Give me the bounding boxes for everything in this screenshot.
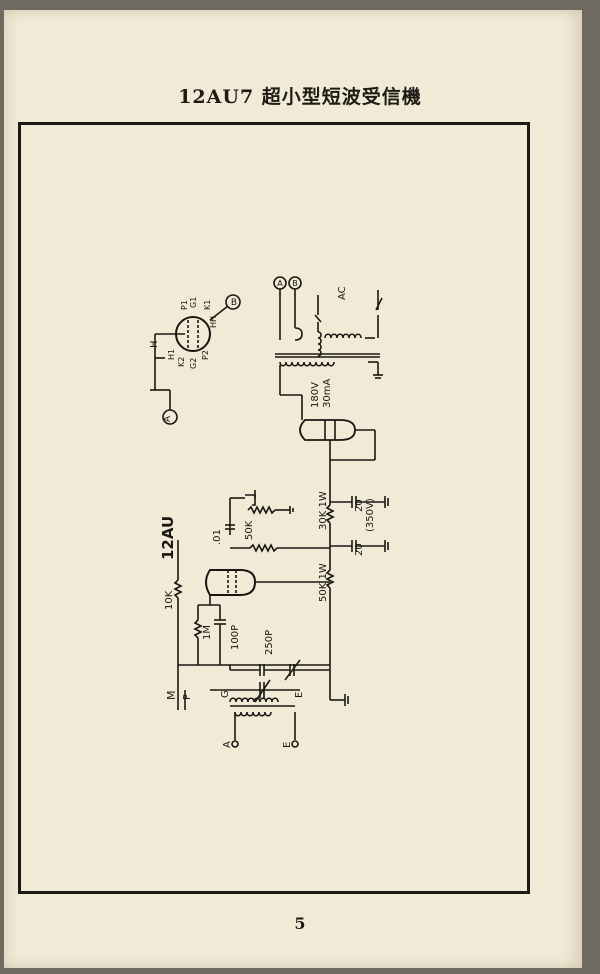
c-350v-label: (350V) xyxy=(365,498,376,532)
ac-label: AC xyxy=(337,286,348,300)
pin-label-k2: K2 xyxy=(177,357,186,367)
pin-label-p1: P1 xyxy=(180,300,189,310)
terminal-b-circle xyxy=(225,294,241,310)
pin-label-h1: H1 xyxy=(167,349,176,360)
tube-type-label: 12AU xyxy=(159,516,177,560)
rect-voltage-label: 180V xyxy=(310,382,321,408)
page-number: 5 xyxy=(294,914,306,933)
rectifier-tube xyxy=(280,394,376,495)
coil-e-label: E xyxy=(294,692,305,698)
coil-g-label: G xyxy=(220,690,231,698)
coil-m-label: M xyxy=(165,691,178,701)
pin-label-g2: G2 xyxy=(189,358,198,369)
tube-pinout-diagram xyxy=(150,294,241,425)
b-plus-filter xyxy=(325,495,389,610)
terminal-a-label: A xyxy=(163,415,173,422)
r-1m-label: 1M xyxy=(202,625,213,640)
pin-label-g1: G1 xyxy=(189,297,198,308)
c-20b-label: 20 xyxy=(354,543,365,556)
r-30k-label: 30K 1W xyxy=(318,491,329,530)
schematic-frame xyxy=(18,122,530,894)
circuit-schematic: A B H P1 G1 K1 HH H1 K2 G2 P2 xyxy=(149,276,389,748)
earth-terminal-label: E xyxy=(282,742,293,748)
c-20a-label: 20 xyxy=(354,499,365,512)
terminal-a-top-label: A xyxy=(277,279,283,288)
detector-amplifier xyxy=(173,490,349,748)
antenna-terminal-label: A xyxy=(222,741,233,748)
pin-label-k1: K1 xyxy=(203,300,212,310)
terminal-b-label: B xyxy=(231,298,237,308)
pin-label-h: H xyxy=(149,340,160,348)
pin-label-hh: HH xyxy=(209,316,218,328)
rect-current-label: 30mA xyxy=(322,379,333,408)
c-01-label: .01 xyxy=(212,529,223,545)
power-transformer xyxy=(273,276,383,395)
r-50k-pot-label: 50K xyxy=(244,520,255,540)
r-10k-label: 10K xyxy=(164,590,175,610)
book-page xyxy=(4,10,582,968)
coil-p-label: P xyxy=(182,694,193,700)
terminal-b-top-label: B xyxy=(292,279,298,288)
page-title: 12AU7 超小型短波受信機 xyxy=(178,86,422,108)
c-250p-label: 250P xyxy=(264,630,275,655)
pin-label-p2: P2 xyxy=(201,350,210,360)
c-100p-label: 100P xyxy=(230,625,241,650)
